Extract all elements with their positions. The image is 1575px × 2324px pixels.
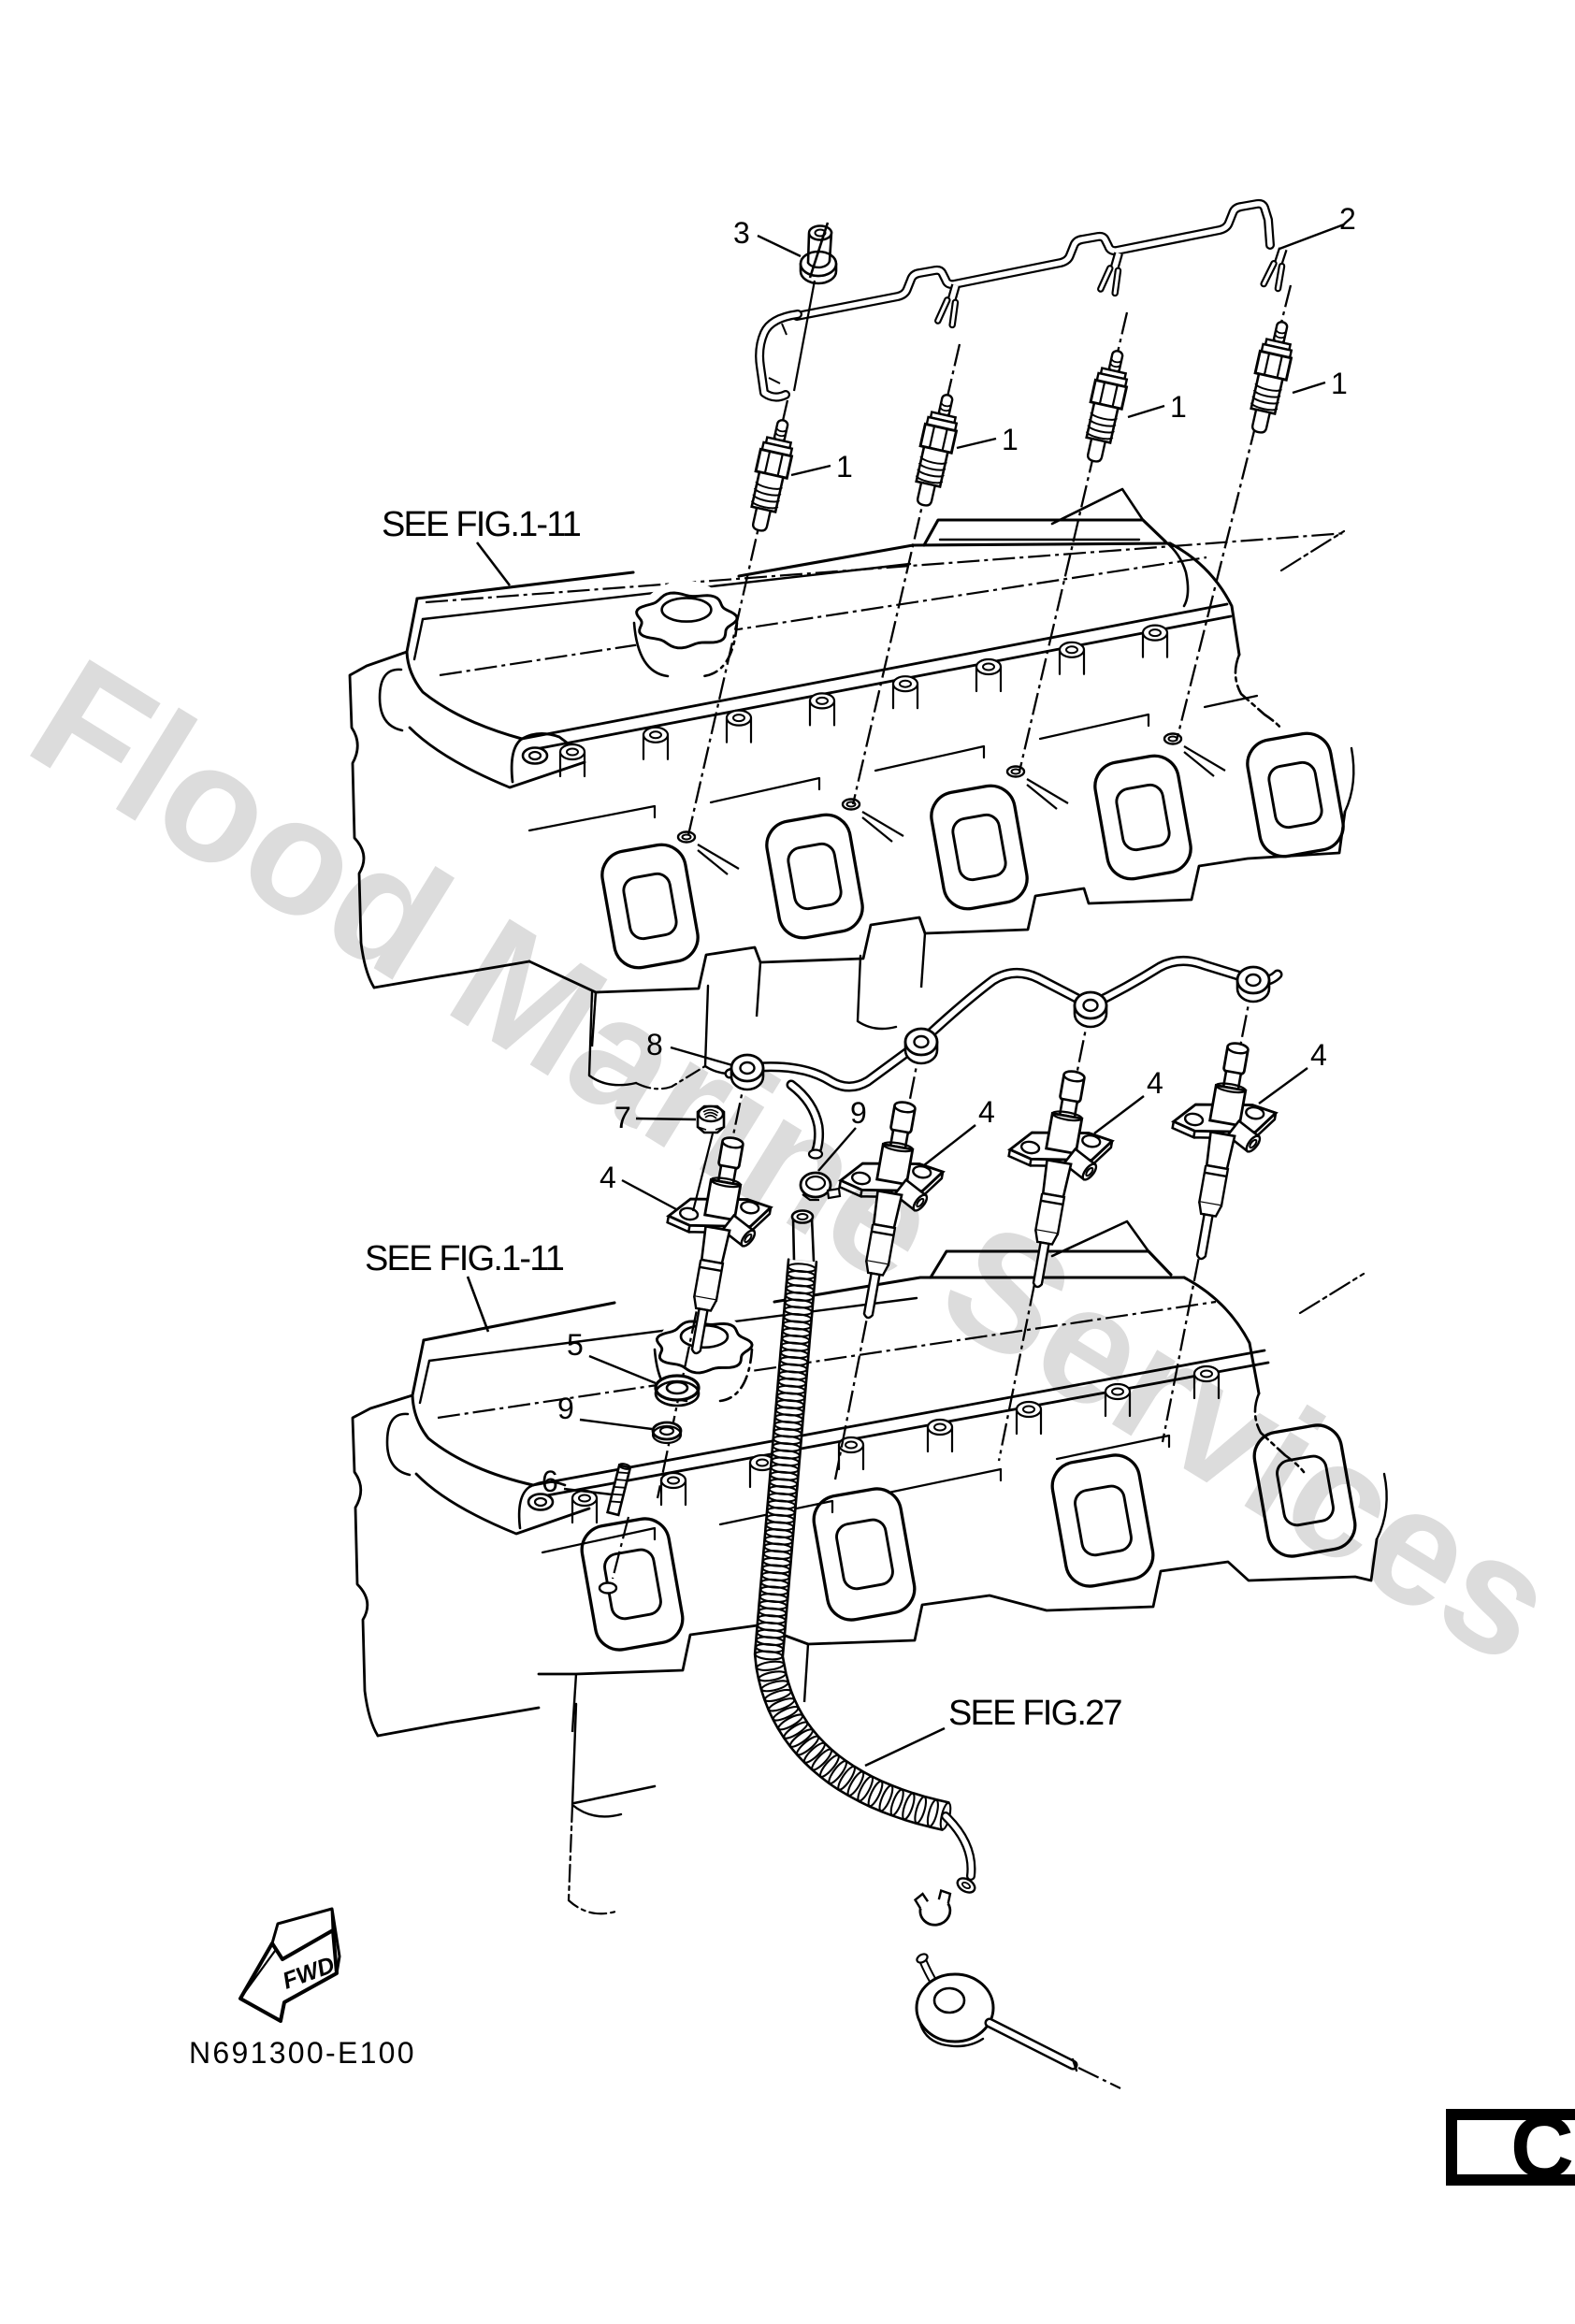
svg-text:4: 4 [600,1161,616,1194]
svg-text:1: 1 [1170,390,1187,424]
svg-text:SEE FIG.1-11: SEE FIG.1-11 [365,1239,564,1278]
svg-text:4: 4 [978,1095,995,1129]
svg-text:1: 1 [1331,367,1348,400]
svg-text:SEE FIG.27: SEE FIG.27 [948,1694,1121,1733]
svg-text:C: C [1510,2098,1574,2196]
svg-text:9: 9 [557,1392,574,1425]
svg-text:6: 6 [542,1465,558,1498]
svg-text:7: 7 [614,1101,631,1134]
svg-text:1: 1 [1002,423,1019,456]
svg-text:8: 8 [646,1028,663,1061]
svg-text:N691300-E100: N691300-E100 [189,2036,416,2070]
svg-text:2: 2 [1339,202,1356,236]
svg-text:4: 4 [1147,1066,1163,1100]
svg-text:9: 9 [850,1096,867,1130]
svg-text:SEE FIG.1-11: SEE FIG.1-11 [382,505,581,544]
svg-text:5: 5 [567,1328,584,1362]
svg-text:3: 3 [733,216,750,250]
svg-text:1: 1 [836,450,853,484]
svg-text:4: 4 [1310,1038,1327,1072]
